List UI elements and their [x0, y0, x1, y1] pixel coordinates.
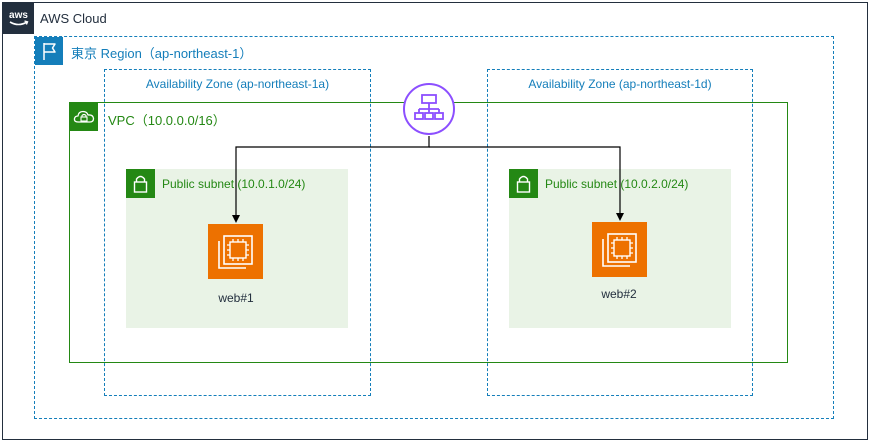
svg-text:aws: aws [9, 10, 28, 21]
ec2-instance-icon [592, 222, 647, 277]
availability-zone-1a [104, 69, 371, 396]
vpc-group: VPC（10.0.0.0/16） [69, 102, 788, 363]
vpc-cloud-lock-icon [70, 103, 98, 131]
subnet-lock-icon [509, 169, 538, 198]
aws-logo-icon: aws [3, 3, 34, 34]
vpc-label: VPC（10.0.0.0/16） [108, 113, 226, 128]
ec2-web2-label: web#2 [601, 287, 637, 301]
region-group: 東京 Region（ap-northeast-1） [34, 36, 834, 419]
subnet-lock-icon [126, 169, 155, 198]
connector-to-web1 [232, 136, 430, 223]
connector-to-web2 [429, 146, 624, 221]
ec2-instance-icon [208, 224, 263, 279]
region-flag-icon [35, 37, 63, 65]
availability-zone-1a-label: Availability Zone (ap-northeast-1a) [145, 77, 330, 91]
elastic-load-balancer-icon [402, 82, 456, 136]
aws-cloud-label: AWS Cloud [40, 11, 107, 26]
availability-zone-1d-label: Availability Zone (ap-northeast-1d) [528, 77, 712, 91]
public-subnet-2-label: Public subnet (10.0.2.0/24) [545, 177, 689, 191]
region-label: 東京 Region（ap-northeast-1） [71, 46, 253, 61]
ec2-web1-label: web#1 [218, 291, 254, 305]
public-subnet-1-label: Public subnet (10.0.1.0/24) [162, 177, 306, 191]
availability-zone-1d [487, 69, 753, 396]
